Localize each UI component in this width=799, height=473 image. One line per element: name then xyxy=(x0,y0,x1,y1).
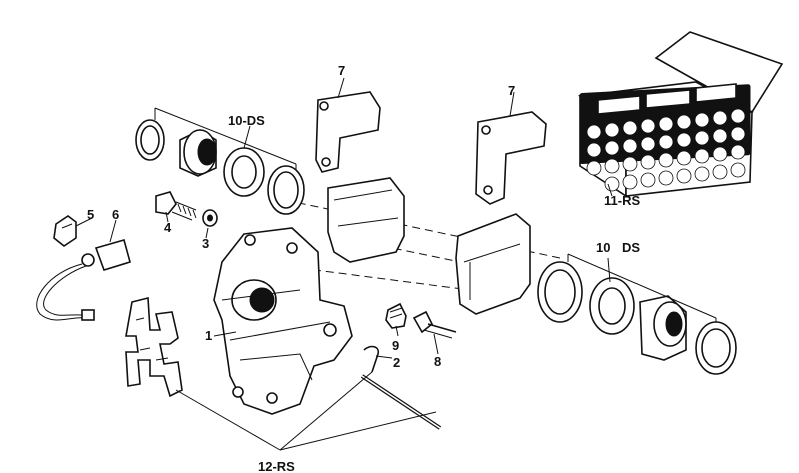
label-part-6: 6 xyxy=(112,207,119,222)
caliper-body xyxy=(213,227,353,415)
label-part-11-rs: 11-RS xyxy=(604,193,640,208)
label-part-8: 8 xyxy=(434,354,441,369)
label-part-1: 1 xyxy=(205,328,212,343)
label-part-9: 9 xyxy=(392,338,399,353)
bleeder-screw xyxy=(412,310,457,339)
leader-lines xyxy=(75,77,717,451)
retaining-spring xyxy=(363,345,380,373)
sensor-clip xyxy=(53,215,77,247)
piston-set-left xyxy=(135,119,305,215)
brake-pad-left xyxy=(327,177,405,263)
label-part-4: 4 xyxy=(164,220,172,235)
retaining-pin xyxy=(360,374,442,430)
box-pad-pattern xyxy=(586,108,746,192)
label-part-10-right: 10 xyxy=(596,240,610,255)
label-part-3: 3 xyxy=(202,236,209,251)
label-part-2: 2 xyxy=(393,355,400,370)
label-part-10-ds-left: 10-DS xyxy=(228,113,265,128)
label-part-5: 5 xyxy=(87,207,94,222)
shim-plate-left xyxy=(315,91,381,173)
piston-set-right xyxy=(537,261,737,375)
label-part-12-rs: 12-RS xyxy=(258,459,295,473)
label-part-7-left: 7 xyxy=(338,63,345,78)
label-ds-right: DS xyxy=(622,240,640,255)
bleed-bolt xyxy=(155,191,197,221)
bleeder-cap xyxy=(385,302,407,329)
shim-plate-right xyxy=(475,111,547,205)
washer xyxy=(202,209,218,227)
brake-pad-right xyxy=(455,213,531,315)
anti-rattle-springs xyxy=(125,296,183,398)
label-part-7-right: 7 xyxy=(508,83,515,98)
brake-pad-kit-box xyxy=(577,31,784,198)
wear-sensor xyxy=(36,239,131,321)
